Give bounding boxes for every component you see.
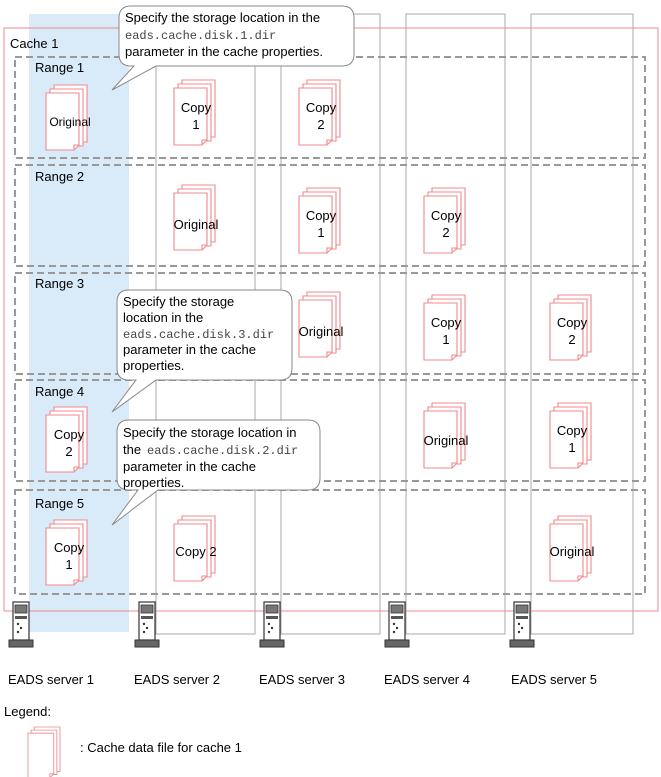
callout-disk3-line1: Specify the storage	[123, 294, 234, 309]
callout-disk3-code: eads.cache.disk.3.dir	[123, 328, 274, 342]
callout-disk2-line2-prefix: the	[123, 442, 141, 457]
server-label-1: EADS server 1	[8, 672, 94, 687]
legend-file-icon	[27, 726, 61, 777]
file-r1-s2-copy1: Copy 1	[173, 79, 216, 146]
svg-text:Copy: Copy	[306, 100, 337, 115]
svg-text:Original: Original	[550, 544, 595, 559]
range-box-5	[14, 489, 646, 595]
callout-disk2-code: eads.cache.disk.2.dir	[147, 444, 298, 458]
svg-text:2: 2	[317, 117, 324, 132]
legend-text: : Cache data file for cache 1	[80, 740, 242, 755]
svg-text:Copy: Copy	[54, 427, 85, 442]
callout-disk1-line3: parameter in the cache properties.	[125, 44, 323, 59]
svg-text:Copy: Copy	[431, 208, 462, 223]
server-icon-4	[384, 601, 410, 648]
svg-text:1: 1	[442, 332, 449, 347]
server-icon-3	[259, 601, 285, 648]
svg-text:1: 1	[568, 440, 575, 455]
server-icon-1	[8, 601, 34, 648]
svg-text:Copy 2: Copy 2	[175, 544, 216, 559]
file-r4-s1-copy2: Copy 2	[45, 406, 88, 473]
range-label-3: Range 3	[35, 276, 84, 291]
callout-disk3-line5: properties.	[123, 358, 184, 373]
file-r2-s3-copy1: Copy 1	[298, 187, 341, 254]
svg-text:1: 1	[65, 557, 72, 572]
callout-disk3-line2: location in the	[123, 310, 203, 325]
range-box-3	[14, 272, 646, 375]
cache-label: Cache 1	[10, 36, 58, 51]
svg-text:Copy: Copy	[557, 315, 588, 330]
svg-text:1: 1	[317, 225, 324, 240]
range-box-4	[14, 379, 646, 482]
callout-disk1-line1: Specify the storage location in the	[125, 10, 320, 25]
file-r1-s3-copy2: Copy 2	[298, 79, 341, 146]
server-icon-2	[134, 601, 160, 648]
callout-disk1: Specify the storage location in the eads…	[111, 5, 355, 91]
svg-text:Original: Original	[299, 324, 344, 339]
file-r3-s5-copy2: Copy 2	[549, 294, 592, 361]
legend-title: Legend:	[4, 704, 51, 719]
server-label-3: EADS server 3	[259, 672, 345, 687]
file-r4-s4-original: Original	[423, 402, 469, 469]
svg-text:2: 2	[65, 444, 72, 459]
file-r5-s1-copy1: Copy 1	[45, 519, 88, 586]
callout-disk2-line3: parameter in the cache	[123, 459, 256, 474]
range-label-1: Range 1	[35, 60, 84, 75]
range-label-4: Range 4	[35, 384, 84, 399]
callout-disk2-line1: Specify the storage location in	[123, 425, 296, 440]
svg-text:Copy: Copy	[431, 315, 462, 330]
svg-text:Copy: Copy	[54, 540, 85, 555]
callout-disk3: Specify the storage location in the eads…	[111, 289, 293, 413]
server-label-5: EADS server 5	[511, 672, 597, 687]
svg-text:2: 2	[568, 332, 575, 347]
file-r1-s1-original: Original	[45, 84, 91, 151]
file-r4-s5-copy1: Copy 1	[549, 402, 592, 469]
svg-text:Original: Original	[424, 433, 469, 448]
svg-text:Copy: Copy	[306, 208, 337, 223]
callout-disk2-line4: properties.	[123, 475, 184, 490]
file-r3-s3-original: Original	[298, 291, 344, 358]
range-label-5: Range 5	[35, 496, 84, 511]
server-icon-5	[509, 601, 535, 648]
file-r3-s4-copy1: Copy 1	[423, 294, 466, 361]
range-box-2	[14, 164, 646, 267]
file-r5-s2-copy2: Copy 2	[173, 515, 217, 582]
file-r5-s5-original: Original	[549, 515, 595, 582]
file-r2-s4-copy2: Copy 2	[423, 187, 466, 254]
svg-text:Copy: Copy	[557, 423, 588, 438]
svg-text:Original: Original	[49, 115, 90, 129]
svg-text:1: 1	[192, 117, 199, 132]
svg-text:Original: Original	[174, 217, 219, 232]
svg-text:Copy: Copy	[181, 100, 212, 115]
file-r2-s2-original: Original	[173, 184, 219, 251]
callout-disk2: Specify the storage location in the eads…	[111, 419, 321, 526]
callout-disk3-line4: parameter in the cache	[123, 342, 256, 357]
server-label-2: EADS server 2	[134, 672, 220, 687]
callout-disk1-code: eads.cache.disk.1.dir	[125, 29, 276, 43]
svg-text:2: 2	[442, 225, 449, 240]
server-label-4: EADS server 4	[384, 672, 470, 687]
range-label-2: Range 2	[35, 169, 84, 184]
